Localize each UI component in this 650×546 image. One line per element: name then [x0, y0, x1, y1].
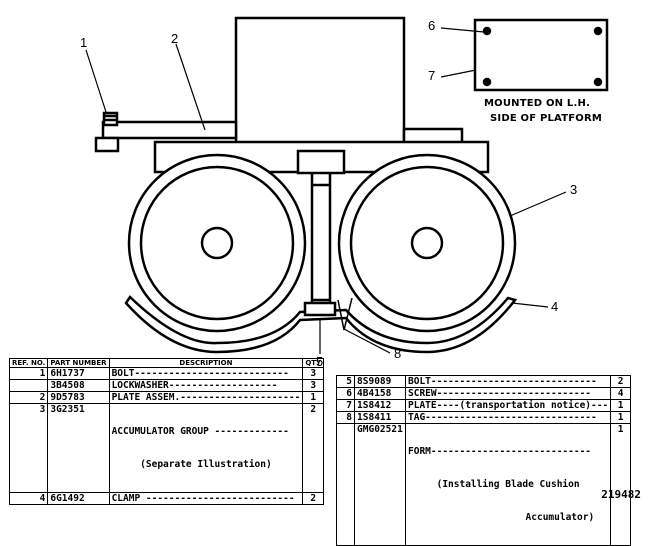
accumulator-diagram: 1 2 3 4 5 6 7 8 MOUNTED ON L.H. SIDE OF … [80, 16, 609, 369]
qty: 2 [610, 375, 631, 388]
part-number: 8S9089 [354, 375, 406, 388]
table-row: 4 6G1492 CLAMP -------------------------… [8, 492, 325, 505]
tag [337, 297, 353, 331]
table-row: 1 6H1737 BOLT---------------------------… [8, 367, 325, 380]
bolt [94, 111, 120, 153]
table-row: 5 8S9089 BOLT---------------------------… [335, 375, 631, 388]
description: BOLT----------------------------- [404, 375, 612, 388]
callout-8: 8 [394, 346, 401, 361]
table-header-row: REF. NO. PART NUMBER DESCRIPTION QTY [8, 358, 325, 368]
qty: 1 [610, 411, 631, 424]
callout-6: 6 [428, 18, 435, 33]
left-accumulator [127, 153, 307, 333]
upper-block [234, 16, 406, 153]
figure-number: 219482 [601, 488, 641, 501]
part-number: 1S8412 [354, 399, 406, 412]
header-description: DESCRIPTION [108, 358, 304, 368]
qty: 1 [302, 391, 325, 404]
inset-note-line2: SIDE OF PLATFORM [490, 113, 602, 124]
part-number: GMG02521 [354, 423, 406, 546]
table-row: 7 1S8412 PLATE----(transportation notice… [335, 399, 631, 412]
table-row: 8 1S8411 TAG----------------------------… [335, 411, 631, 424]
description: LOCKWASHER------------------- [108, 379, 304, 392]
part-number: 4B4158 [354, 387, 406, 400]
description: CLAMP -------------------------- [108, 492, 304, 505]
header-qty: QTY [302, 358, 325, 368]
callout-7: 7 [428, 68, 435, 83]
qty: 3 [302, 379, 325, 392]
callout-1: 1 [80, 35, 87, 50]
description-main: ACCUMULATOR GROUP ------------- [111, 426, 289, 437]
qty: 4 [610, 387, 631, 400]
part-number: 1S8411 [354, 411, 406, 424]
header-part-number: PART NUMBER [47, 358, 110, 368]
description: PLATE ASSEM.--------------------- [108, 391, 304, 404]
description: SCREW--------------------------- [404, 387, 612, 400]
ref-no: 8 [335, 411, 356, 424]
table-row: GMG02521 FORM---------------------------… [335, 423, 631, 546]
description: ACCUMULATOR GROUP ------------- (Separat… [108, 403, 304, 493]
ref-no: 6 [335, 387, 356, 400]
table-row: 6 4B4158 SCREW--------------------------… [335, 387, 631, 400]
description-main: FORM---------------------------- [408, 446, 592, 457]
ref-no: 1 [8, 367, 49, 380]
inset-note-line1: MOUNTED ON L.H. [484, 98, 590, 109]
ref-no [8, 379, 49, 392]
ref-no [335, 423, 356, 546]
plate-assembly [101, 120, 238, 140]
callout-4: 4 [551, 299, 558, 314]
description: FORM---------------------------- (Instal… [404, 423, 612, 546]
description: PLATE----(transportation notice)--- [404, 399, 612, 412]
parts-table-left: REF. NO. PART NUMBER DESCRIPTION QTY 1 6… [8, 358, 325, 505]
ref-no: 4 [8, 492, 49, 505]
table-row: 2 9D5783 PLATE ASSEM.-------------------… [8, 391, 325, 404]
parts-table-right: 5 8S9089 BOLT---------------------------… [335, 375, 631, 546]
part-number: 6H1737 [47, 367, 110, 380]
ref-no: 7 [335, 399, 356, 412]
description-note-2: Accumulator) [525, 512, 595, 523]
description-note: (Installing Blade Cushion [436, 479, 580, 490]
header-ref-no: REF. NO. [8, 358, 49, 368]
callout-3: 3 [570, 182, 577, 197]
part-number: 3G2351 [47, 403, 110, 493]
right-accumulator [337, 153, 517, 333]
qty: 1 [610, 399, 631, 412]
center-post-top [296, 149, 346, 175]
description: TAG------------------------------ [404, 411, 612, 424]
clamp [124, 295, 518, 354]
part-number: 6G1492 [47, 492, 110, 505]
inset-plate [473, 18, 609, 92]
ref-no: 2 [8, 391, 49, 404]
qty: 2 [302, 403, 325, 493]
description-note: (Separate Illustration) [140, 459, 272, 470]
qty: 3 [302, 367, 325, 380]
part-number: 3B4508 [47, 379, 110, 392]
callout-2: 2 [171, 31, 178, 46]
description: BOLT--------------------------- [108, 367, 304, 380]
ref-no: 5 [335, 375, 356, 388]
part-number: 9D5783 [47, 391, 110, 404]
qty: 2 [302, 492, 325, 505]
table-row: 3B4508 LOCKWASHER------------------- 3 [8, 379, 325, 392]
ref-no: 3 [8, 403, 49, 493]
qty: 1 [610, 423, 631, 546]
table-row: 3 3G2351 ACCUMULATOR GROUP -------------… [8, 403, 325, 493]
